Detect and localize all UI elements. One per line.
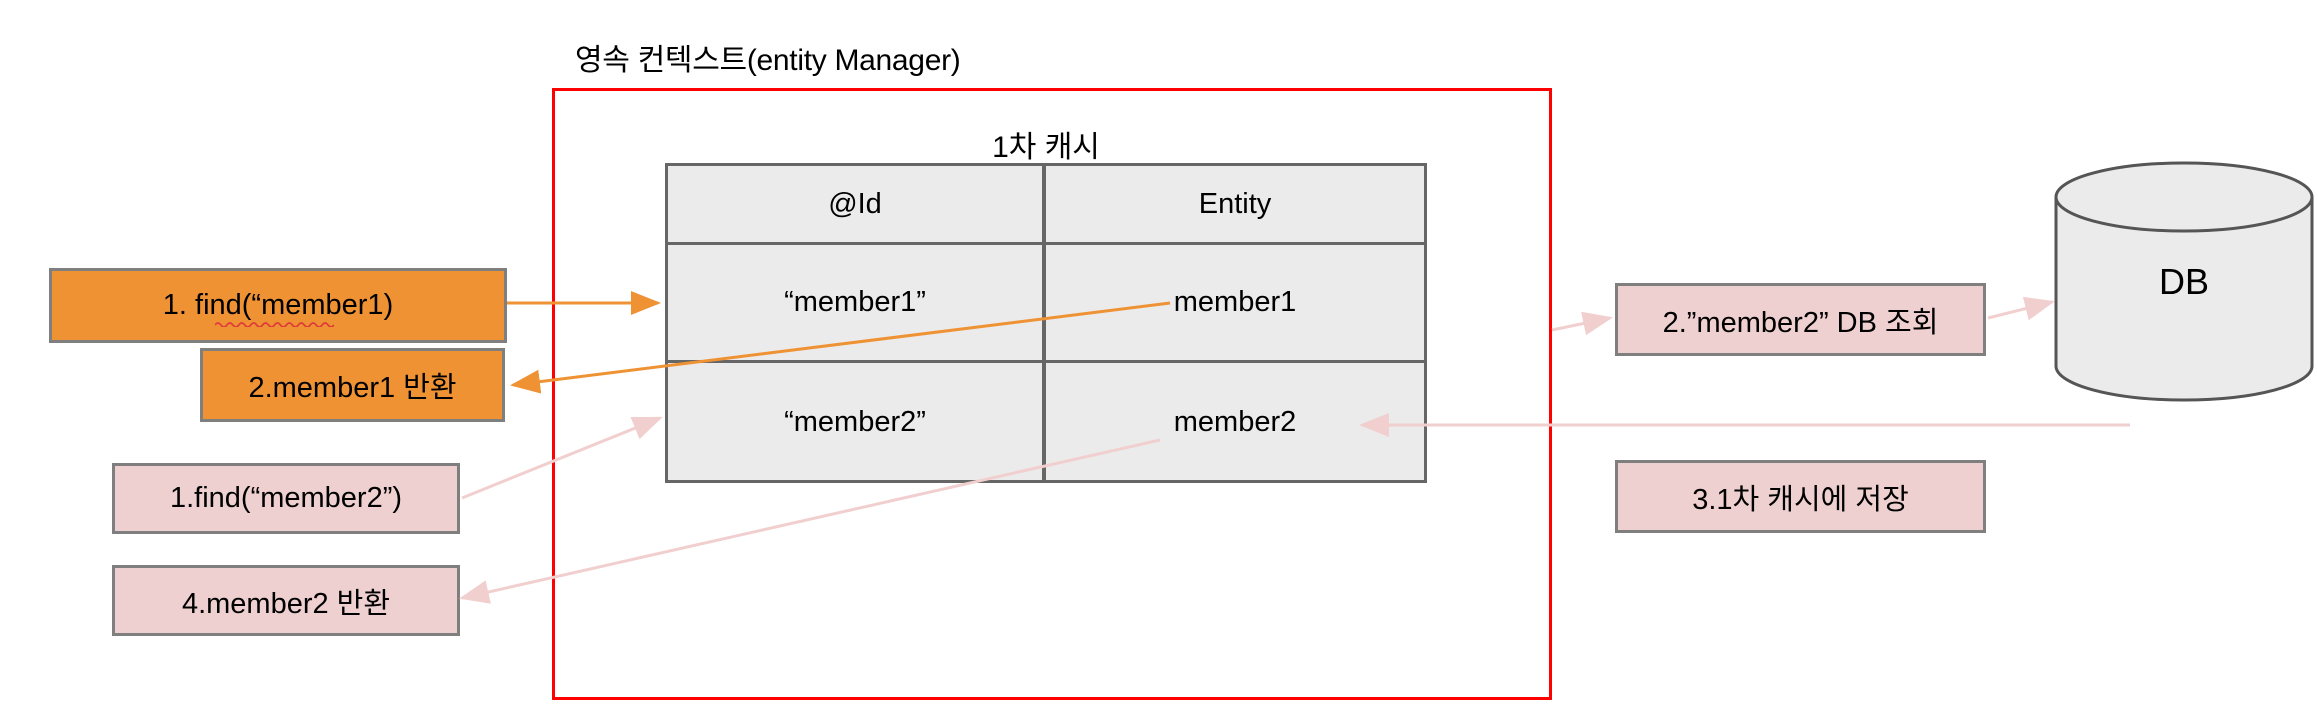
cell-entity-member1: member1 <box>1173 286 1297 318</box>
message-box-find-member1: 1. find(“member1) <box>49 268 507 343</box>
message-box-db-query: 2.”member2” DB 조회 <box>1615 283 1986 356</box>
arrow-to-db-query <box>1551 311 1613 336</box>
find-member1-label-wrap: 1. find(“member1) <box>162 289 394 327</box>
message-box-return-member2: 4.member2 반환 <box>112 565 460 636</box>
column-header-entity: Entity <box>1198 187 1272 220</box>
table-header-row: @Id Entity <box>668 166 1424 245</box>
database-cylinder-icon <box>2054 161 2314 402</box>
spellcheck-squiggle-icon <box>214 322 334 327</box>
arrow-db-query-to-db <box>1987 296 2055 321</box>
database-label: DB <box>2158 260 2209 302</box>
message-box-find-member2: 1.find(“member2”) <box>112 463 460 534</box>
persistence-context-frame <box>552 88 1552 700</box>
message-box-store-in-cache: 3.1차 캐시에 저장 <box>1615 460 1986 533</box>
cell-entity-member2: member2 <box>1173 405 1297 438</box>
find-member1-label: 1. find(“member1) <box>162 289 394 321</box>
first-level-cache-table: @Id Entity “member1” member1 “member2” m… <box>665 163 1427 483</box>
first-level-cache-title: 1차 캐시 <box>992 131 1100 164</box>
message-box-return-member1: 2.member1 반환 <box>200 348 505 422</box>
persistence-context-title: 영속 컨텍스트(entity Manager) <box>575 44 961 77</box>
column-header-id: @Id <box>668 166 1046 242</box>
table-row: “member2” member2 <box>668 363 1424 481</box>
cell-id-member1: “member1” <box>668 245 1046 360</box>
cell-id-member2: “member2” <box>668 363 1046 481</box>
table-row: “member1” member1 <box>668 245 1424 363</box>
